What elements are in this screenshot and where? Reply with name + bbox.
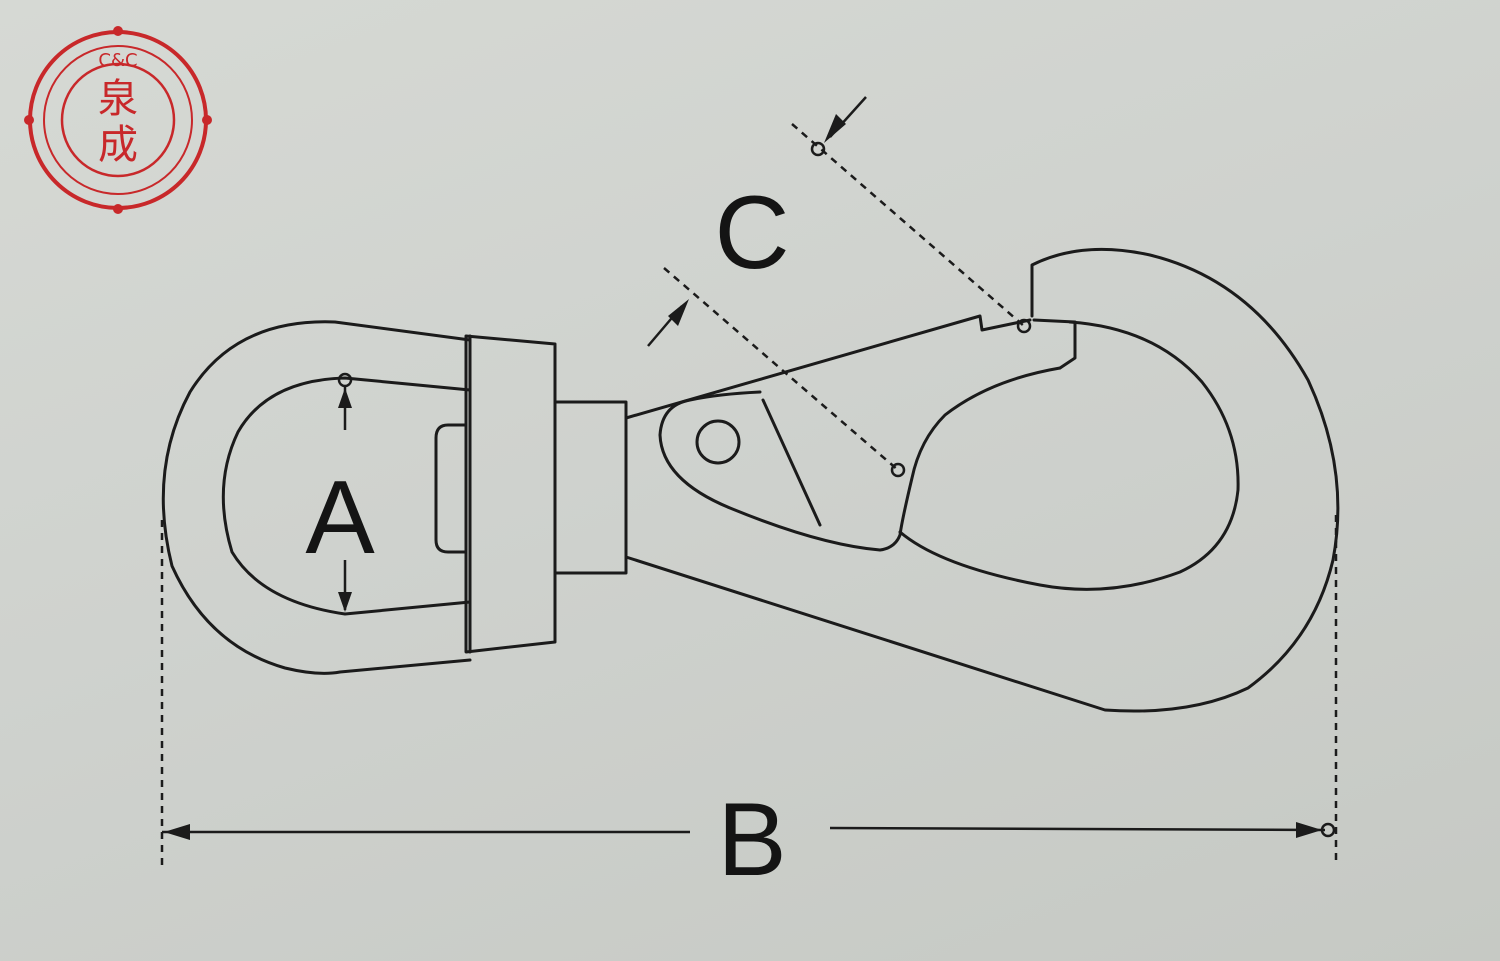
spring-gate bbox=[658, 366, 1062, 552]
hook-inner-curve bbox=[898, 320, 1240, 591]
gate-pivot-hole bbox=[695, 419, 741, 465]
stamp-character-top: 泉 bbox=[98, 76, 138, 122]
collar-flange bbox=[464, 334, 557, 654]
hook-outer-curve bbox=[624, 247, 1340, 713]
dimension-label-a: A bbox=[305, 460, 375, 576]
dimension-label-c: C bbox=[714, 175, 789, 291]
swivel-collar bbox=[434, 334, 628, 654]
swivel-eye-outer bbox=[161, 320, 472, 675]
swivel-eye bbox=[161, 320, 472, 675]
hook-body bbox=[624, 247, 1340, 713]
gate-outline bbox=[658, 366, 1062, 552]
stamp-character-bottom: 成 bbox=[98, 122, 138, 168]
gate-spring-line bbox=[761, 398, 822, 527]
company-stamp: C&C 泉 成 bbox=[24, 26, 212, 214]
dimension-c: C bbox=[647, 96, 1032, 478]
swivel-neck bbox=[553, 400, 628, 575]
dimension-label-b: B bbox=[717, 782, 786, 898]
swivel-eye-inner bbox=[221, 376, 472, 616]
dimension-a: A bbox=[305, 372, 375, 612]
stamp-initials: C&C bbox=[98, 50, 137, 71]
collar-slot bbox=[434, 423, 468, 554]
hook-upper-edge bbox=[624, 314, 1032, 420]
hook-nose-notch bbox=[1032, 318, 1077, 370]
dimension-b: B bbox=[160, 515, 1338, 898]
